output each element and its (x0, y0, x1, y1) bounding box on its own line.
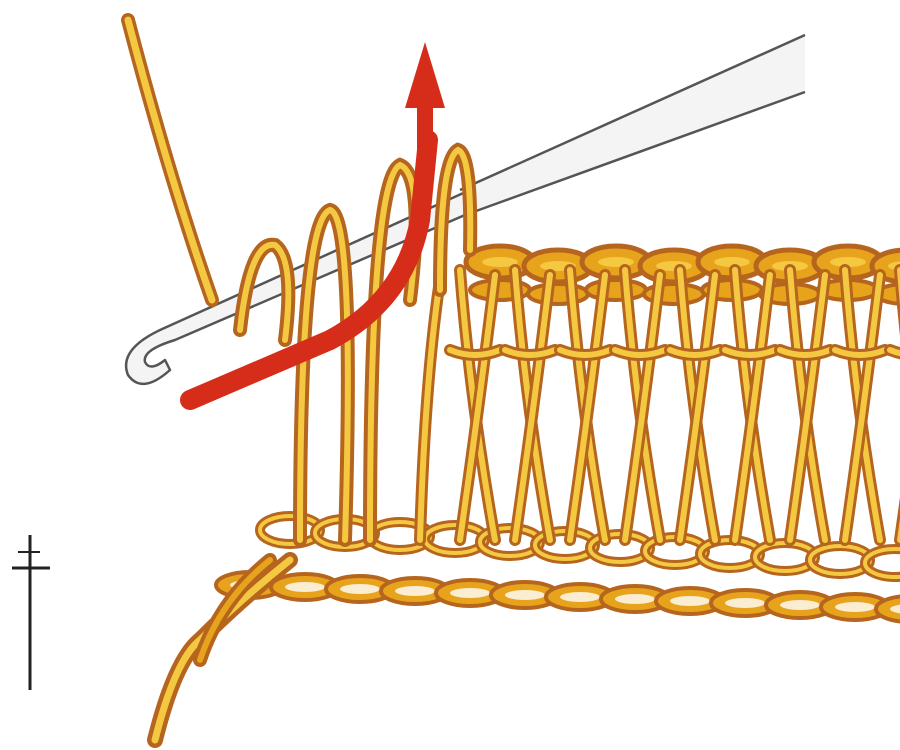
stitch-post (835, 270, 885, 540)
double-crochet-symbol (12, 535, 50, 690)
foundation-chain (216, 516, 900, 622)
stitch-post (670, 270, 720, 540)
stitch-post (505, 270, 555, 540)
stitch-post (420, 280, 440, 540)
stitch-post (450, 270, 500, 540)
stitch-post (615, 270, 665, 540)
yarn-tail-top (128, 20, 212, 300)
stitch-post (780, 270, 830, 540)
stitch-post (890, 270, 900, 540)
stitch-post (725, 270, 775, 540)
stitch-posts (420, 270, 900, 540)
top-chain-link (582, 246, 650, 300)
stitch-post (560, 270, 610, 540)
up-arrow (405, 42, 445, 150)
